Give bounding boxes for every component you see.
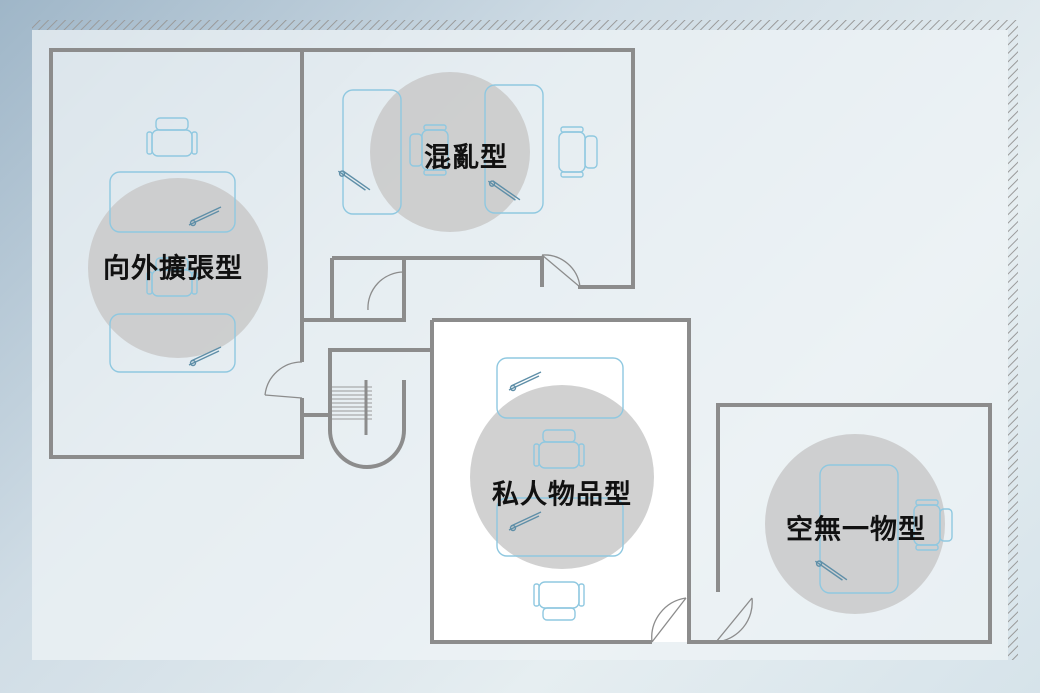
- room-label-chaos: 混亂型: [424, 142, 508, 174]
- room-label-expansion: 向外擴張型: [103, 253, 243, 285]
- doors: [264, 254, 753, 643]
- exterior-wall-hatch-top: [32, 20, 1018, 30]
- exterior-wall-hatch-right: [1008, 30, 1018, 660]
- furniture-empty: [814, 464, 953, 594]
- walls: [49, 48, 992, 644]
- furniture-chaos: [337, 84, 598, 215]
- room-label-private: 私人物品型: [492, 479, 632, 511]
- stairs: [332, 380, 372, 435]
- circle-expansion: [88, 178, 268, 358]
- room-label-empty: 空無一物型: [786, 514, 926, 546]
- circle-empty: [765, 434, 945, 614]
- furniture-private: [496, 357, 624, 621]
- circle-chaos: [370, 72, 530, 232]
- furniture-expansion: [109, 117, 236, 373]
